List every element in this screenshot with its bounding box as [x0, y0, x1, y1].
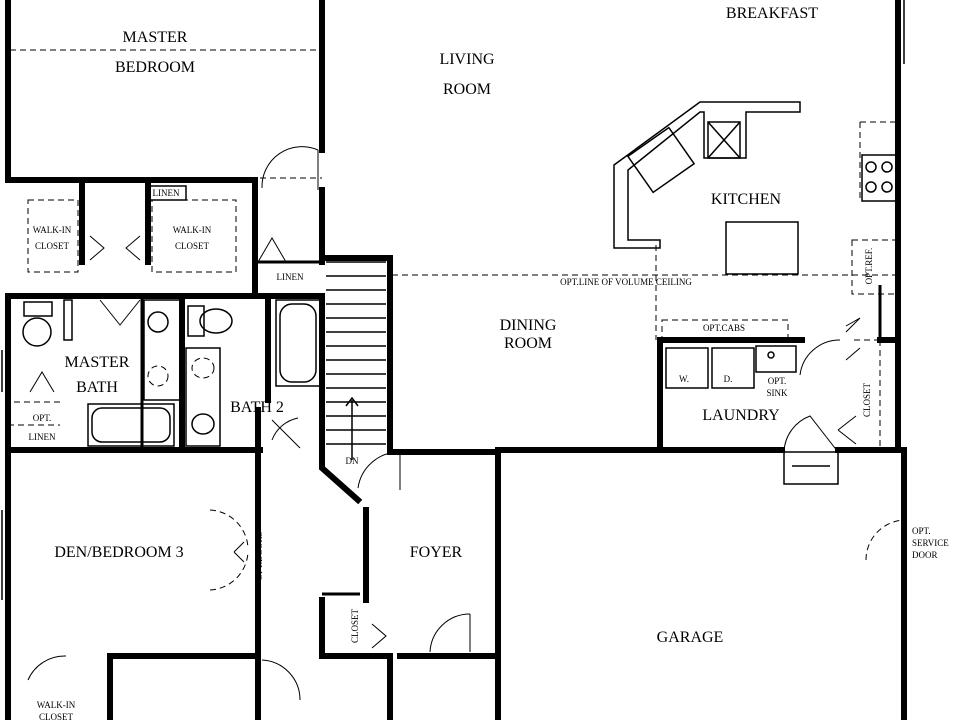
note-washer: W. [679, 374, 689, 384]
room-label-breakfast: BREAKFAST [726, 5, 818, 22]
note-linen-hall: LINEN [277, 272, 304, 282]
walls [5, 0, 907, 720]
doors [1, 0, 905, 701]
room-label-master-bedroom-2: BEDROOM [115, 59, 195, 76]
room-label-garage: GARAGE [657, 629, 724, 646]
room-label-living-2: ROOM [443, 81, 491, 98]
note-dn: DN [346, 456, 359, 466]
note-opt-service-2: SERVICE [912, 538, 949, 548]
notes: LINEN WALK-IN CLOSET WALK-IN CLOSET LINE… [29, 188, 950, 720]
room-label-laundry: LAUNDRY [702, 407, 780, 424]
note-closet-foyer: CLOSET [350, 609, 360, 644]
note-closet-laundry: CLOSET [862, 383, 872, 418]
dashed-lines [8, 49, 900, 453]
room-label-dining-2: ROOM [504, 335, 552, 352]
note-opt-cabs: OPT.CABS [703, 323, 745, 333]
note-opt-service-3: DOOR [912, 550, 938, 560]
note-opt-linen-2: LINEN [29, 432, 56, 442]
room-label-bath-2: BATH 2 [230, 399, 284, 416]
room-label-master-bath-1: MASTER [65, 354, 130, 371]
note-dryer: D. [724, 374, 733, 384]
note-opt-doors: OPT.DOORS [254, 531, 264, 580]
room-label-dining-1: DINING [500, 317, 557, 334]
room-labels: BREAKFAST MASTER BEDROOM LIVING ROOM KIT… [54, 5, 818, 646]
note-opt-sink-1: OPT. [768, 376, 787, 386]
note-walk-in-right-2: CLOSET [175, 241, 210, 251]
note-opt-sink-2: SINK [766, 388, 788, 398]
note-walk-in-left-1: WALK-IN [33, 225, 72, 235]
room-label-foyer: FOYER [410, 544, 463, 561]
note-walk-in-right-1: WALK-IN [173, 225, 212, 235]
note-linen-top: LINEN [153, 188, 180, 198]
stairs-treads [326, 261, 386, 445]
note-opt-linen-1: OPT. [33, 413, 52, 423]
room-label-master-bedroom-1: MASTER [123, 29, 188, 46]
room-label-master-bath-2: BATH [76, 379, 118, 396]
note-opt-service-1: OPT. [912, 526, 931, 536]
room-label-living-1: LIVING [439, 51, 495, 68]
note-opt-ref: OPT.REF. [864, 248, 874, 285]
note-opt-line-volume: OPT.LINE OF VOLUME CEILING [560, 277, 692, 287]
note-walk-in-bottom-1: WALK-IN [37, 700, 76, 710]
fixtures [22, 101, 897, 485]
room-label-den: DEN/BEDROOM 3 [54, 544, 183, 561]
room-label-kitchen: KITCHEN [711, 191, 782, 208]
note-walk-in-bottom-2: CLOSET [39, 712, 74, 720]
note-walk-in-left-2: CLOSET [35, 241, 70, 251]
